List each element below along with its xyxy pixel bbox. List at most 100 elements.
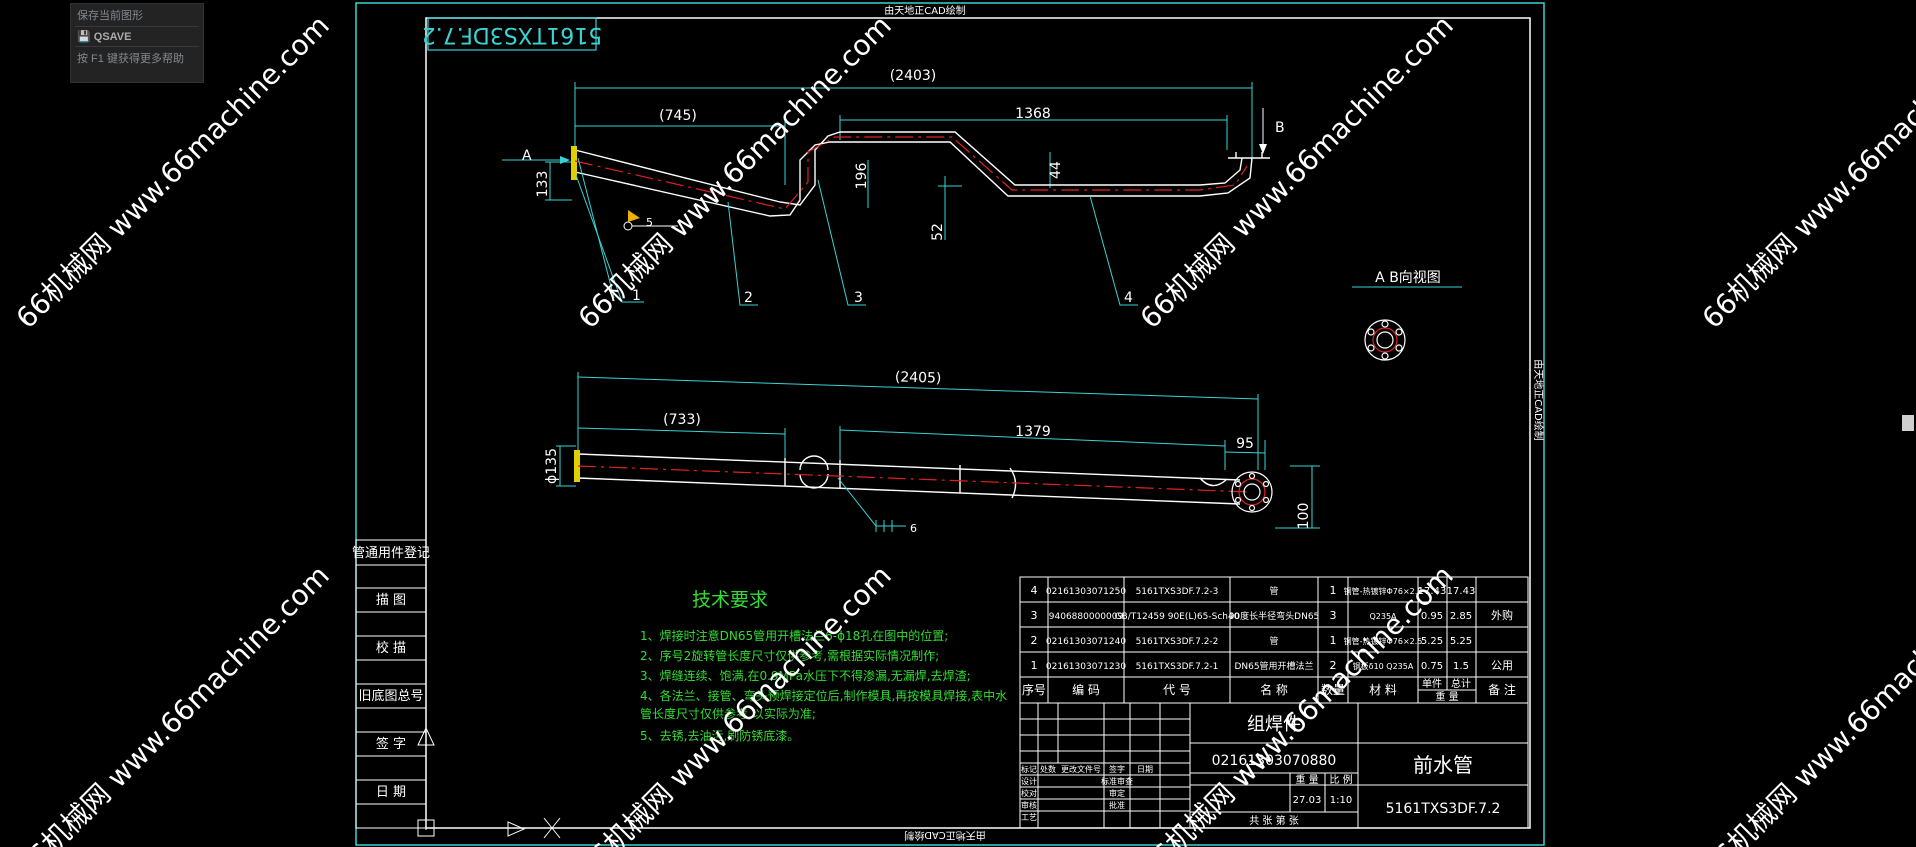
vertical-scrollbar-thumb[interactable] — [1902, 415, 1914, 431]
dim-2403: (2403) — [890, 68, 937, 84]
tooltip-command: 💾 QSAVE — [71, 27, 203, 46]
tb-code: 02161303070880 — [1212, 753, 1337, 769]
bom-cell: 外购 — [1491, 608, 1513, 622]
save-icon: 💾 — [77, 31, 91, 43]
bom-cell: 2 — [1031, 634, 1038, 647]
bom-cell: 02161303071230 — [1046, 662, 1126, 672]
strip-sign: 签 字 — [376, 736, 406, 752]
tooltip-title: 保存当前图形 — [77, 10, 143, 22]
bom-head-unit: 单件 — [1422, 678, 1442, 690]
tb-role-std: 标准审查 — [1101, 776, 1133, 786]
bom-cell: 钢管-热镀锌Φ76×2.5 — [1344, 586, 1423, 596]
bom-cell: 1.5 — [1453, 661, 1469, 672]
weld-symbol-5: 5 — [646, 216, 653, 229]
tech-line-1: 1、焊接时注意DN65管用开槽法兰6-ϕ18孔在图中的位置; — [640, 628, 948, 643]
tech-requirements: 技术要求 1、焊接时注意DN65管用开槽法兰6-ϕ18孔在图中的位置; 2、序号… — [640, 589, 1007, 743]
dim-95: 95 — [1236, 436, 1254, 452]
bom-head-qty: 数量 — [1321, 682, 1345, 697]
ab-view-label: A B向视图 — [1375, 270, 1441, 286]
bom-head-drawing: 代 号 — [1163, 683, 1191, 697]
view-label-b: B — [1275, 120, 1285, 136]
tech-line-5: 管长度尺寸仅供参考,以实际为准; — [640, 706, 816, 721]
bom-cell: GB/T12459 90E(L)65-Sch40 — [1115, 612, 1240, 622]
dim-44: 44 — [1048, 161, 1064, 179]
bom-cell: 02161303071250 — [1046, 587, 1126, 597]
title-box-text: 5161TXS3DF.7.2 — [422, 22, 603, 47]
bom-cell: 0.75 — [1421, 661, 1443, 672]
stamp-bottom: 由天地正CAD绘制 — [904, 829, 986, 842]
bom-head-note: 备 注 — [1488, 682, 1516, 697]
bom-cell: 2 — [1330, 659, 1337, 672]
bom-cell: 管 — [1269, 585, 1278, 597]
tooltip-command-text: QSAVE — [93, 31, 132, 43]
tb-scale-label: 比 例 — [1329, 773, 1352, 786]
bom-cell: 公用 — [1491, 659, 1513, 672]
callout-3: 3 — [854, 290, 863, 306]
tb-role-approve: 批准 — [1109, 800, 1125, 810]
bom-cell: 5161TXS3DF.7.2-1 — [1136, 662, 1219, 672]
bom-cell: 5161TXS3DF.7.2-2 — [1136, 637, 1219, 647]
bom-cell: 钢板δ10 Q235A — [1353, 661, 1414, 671]
tb-weight-label: 重 量 — [1295, 773, 1318, 786]
bom-cell: 17.43 — [1418, 586, 1447, 597]
tb-role-sign: 签字 — [1109, 764, 1125, 774]
tb-role-date: 日期 — [1137, 765, 1153, 774]
strip-check: 校 描 — [376, 640, 406, 656]
bom-cell: 钢管-热镀锌Φ76×2.5 — [1344, 636, 1423, 646]
bom-cell: 1 — [1330, 634, 1337, 647]
bom-cell: 0.95 — [1421, 611, 1443, 622]
stamp-top: 由天地正CAD绘制 — [884, 4, 966, 17]
dim-52: 52 — [930, 223, 946, 241]
tb-role-file: 更改文件号 — [1061, 764, 1101, 774]
tb-role-process: 工艺 — [1021, 813, 1037, 822]
bom-cell: 5161TXS3DF.7.2-3 — [1136, 587, 1219, 597]
bom-head-name: 名 称 — [1260, 682, 1288, 697]
ab-view-flange — [1364, 319, 1406, 361]
bom-cell: 5.25 — [1421, 636, 1443, 647]
left-strip: 管通用件登记 描 图 校 描 旧底图总号 签 字 日 期 — [352, 539, 561, 839]
dim-100: 100 — [1296, 503, 1312, 530]
strip-trace: 描 图 — [376, 593, 406, 608]
bom-cell: 5.25 — [1450, 636, 1472, 647]
title-block: 标记 处数 更改文件号 签字 日期 设计 校对 审核 工艺 标准审查 批准 审定… — [1019, 702, 1529, 829]
tb-name: 组焊件 — [1247, 714, 1301, 735]
weld-symbol-6: 6 — [910, 522, 917, 535]
tb-role-proof: 校对 — [1021, 788, 1037, 798]
view-label-a: A — [522, 148, 532, 164]
tb-drawing-no: 5161TXS3DF.7.2 — [1386, 801, 1501, 817]
bom-head-code: 编 码 — [1072, 682, 1100, 697]
bom-cell: 3 — [1031, 609, 1038, 622]
bom-cell: DN65管用开槽法兰 — [1234, 660, 1313, 672]
callout-2: 2 — [744, 290, 753, 306]
top-view: (2403) (745) 1368 133 196 52 44 A B 5 — [502, 68, 1285, 306]
bom-cell: 90度长半径弯头DN65 — [1229, 610, 1320, 622]
bom-cell: 3 — [1330, 609, 1337, 622]
dim-733: (733) — [663, 412, 701, 428]
tech-line-3: 3、焊缝连续、饱满,在0.9MPa水压下不得渗漏,无漏焊,去焊渣; — [640, 668, 971, 683]
dim-133: 133 — [535, 171, 551, 198]
tb-role-mark: 标记 — [1021, 764, 1037, 774]
tech-title: 技术要求 — [692, 589, 768, 611]
bom-cell: 管 — [1269, 635, 1278, 647]
tb-role-confirm: 审定 — [1109, 788, 1125, 798]
tb-role-review: 审核 — [1021, 800, 1037, 810]
bom-cell: 9406880000009 — [1049, 612, 1124, 622]
tb-role-design: 设计 — [1021, 776, 1037, 786]
bom-cell: 4 — [1031, 584, 1038, 597]
strip-register: 管通用件登记 — [352, 546, 430, 561]
tooltip-help: 按 F1 键获得更多帮助 — [77, 53, 184, 65]
dim-phi135: ϕ135 — [544, 448, 560, 484]
bom-cell: Q235A — [1369, 612, 1397, 621]
sheet-inner-frame — [425, 17, 1531, 829]
dim-196: 196 — [854, 163, 870, 190]
bom-table: 4 02161303071250 5161TXS3DF.7.2-3 管 1 钢管-热镀锌Φ… — [1019, 576, 1529, 704]
dim-1379: 1379 — [1015, 424, 1051, 440]
tb-role-count: 处数 — [1040, 764, 1056, 774]
tech-line-4: 4、各法兰、接管、弯头预焊接定位后,制作模具,再按模具焊接,表中水 — [640, 688, 1007, 703]
dim-2405: (2405) — [895, 369, 942, 386]
dim-745: (745) — [659, 108, 697, 124]
title-box — [427, 17, 597, 51]
callout-1: 1 — [632, 288, 641, 304]
tech-line-6: 5、去锈,去油污,刷防锈底漆。 — [640, 728, 799, 743]
